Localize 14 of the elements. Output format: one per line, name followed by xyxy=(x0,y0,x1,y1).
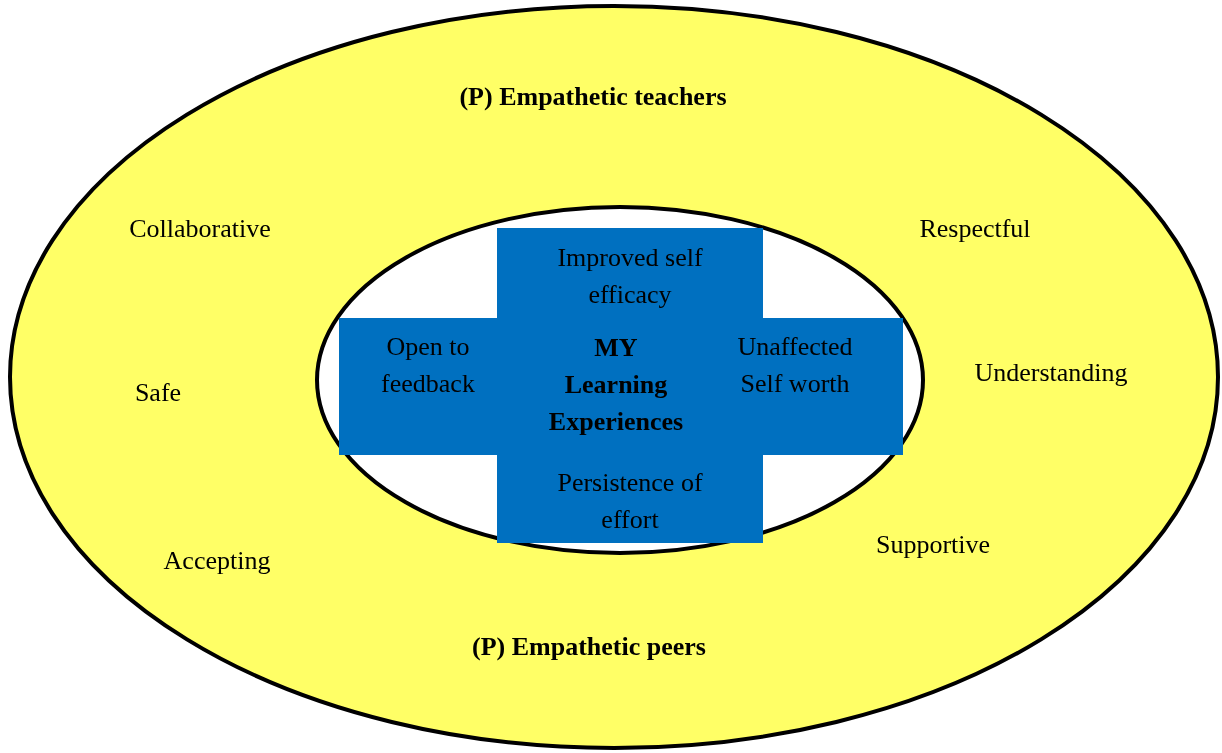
heading-text: MY Learning Experiences xyxy=(547,331,685,438)
quality-label: Collaborative xyxy=(129,212,271,245)
body-text: Unaffected Self worth xyxy=(736,331,854,400)
quality-label: Supportive xyxy=(875,528,991,561)
body-text: Improved self efficacy xyxy=(556,242,704,311)
heading-text: (P) Empathetic peers xyxy=(472,630,706,663)
quality-label: Accepting xyxy=(163,544,271,577)
quality-label: Understanding xyxy=(974,356,1128,389)
quality-label: Safe xyxy=(134,376,182,409)
body-text: Open to feedback xyxy=(380,331,476,400)
outer-ellipse xyxy=(8,4,1220,750)
body-text: Persistence of effort xyxy=(556,467,704,536)
quality-label: Respectful xyxy=(919,212,1031,245)
heading-text: (P) Empathetic teachers xyxy=(459,80,727,113)
